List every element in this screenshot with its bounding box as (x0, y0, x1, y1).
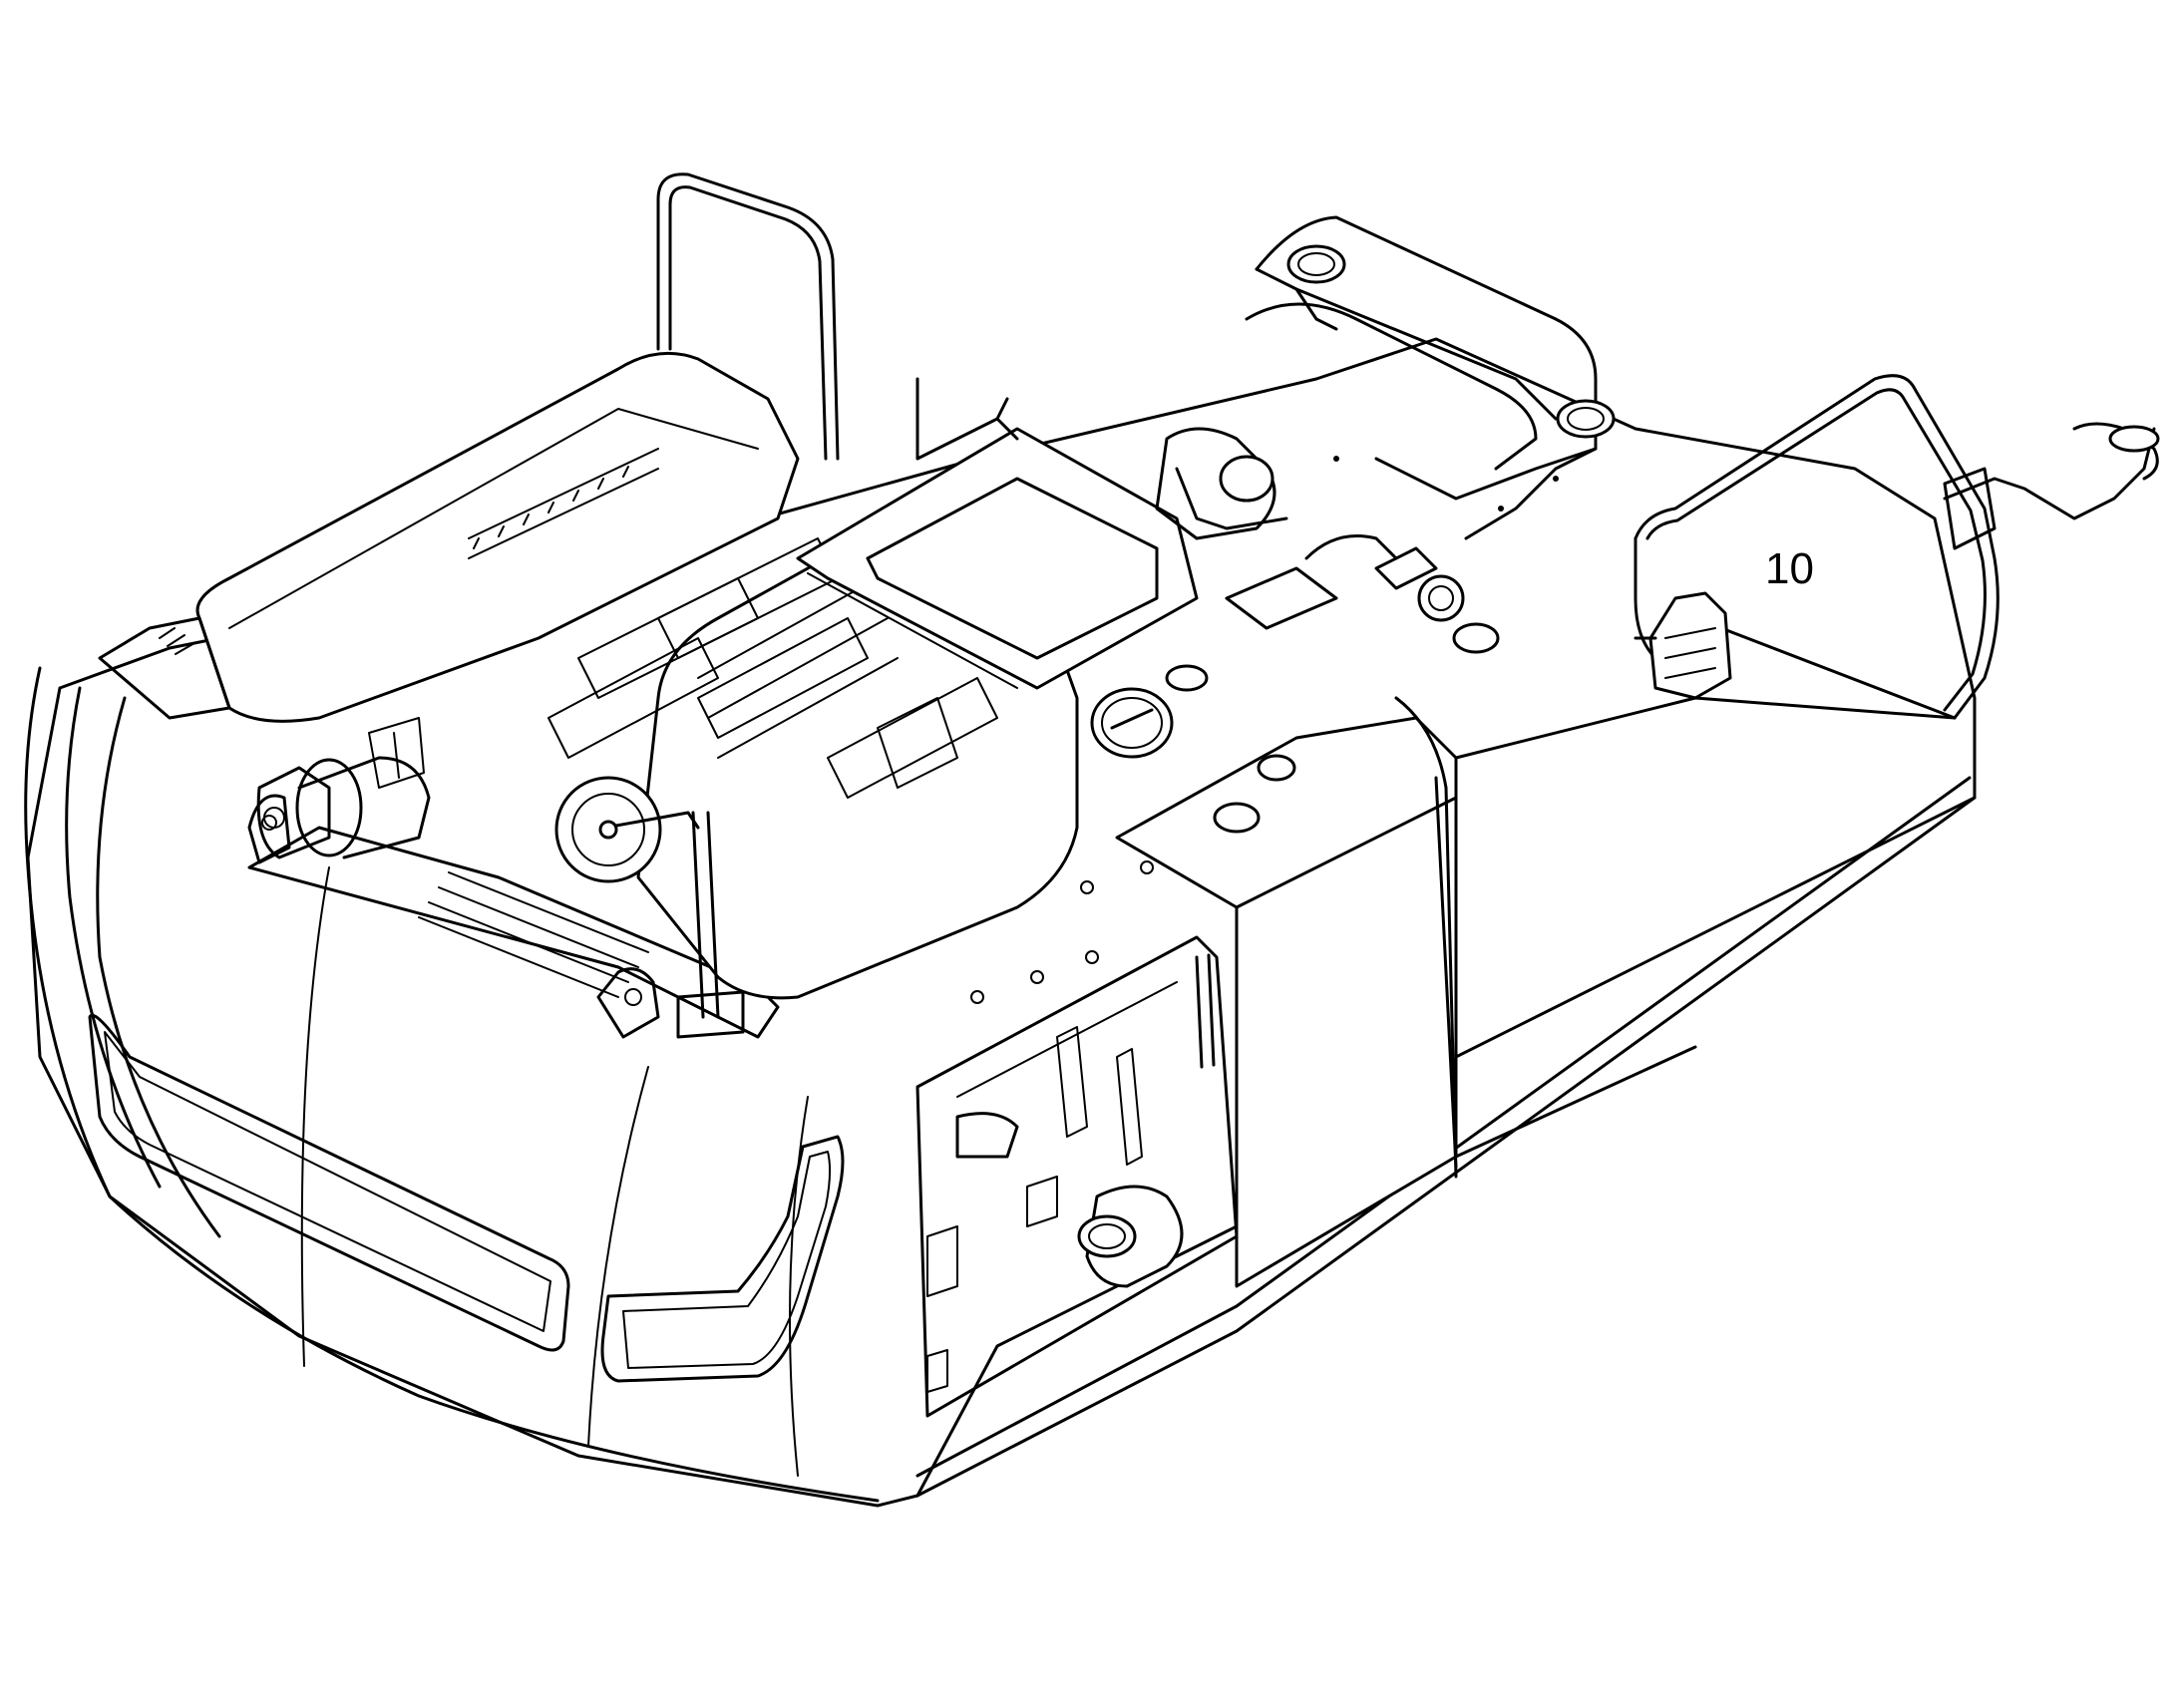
right-handrail-mirror (1634, 374, 2160, 720)
tank-box (1090, 622, 1957, 1288)
belt-pulley (554, 776, 745, 1039)
counterweight-top-plate (247, 794, 780, 1039)
swing-frame (1155, 215, 1616, 630)
side-access-opening (915, 860, 1239, 1418)
work-light (1634, 591, 1732, 700)
left-handrail (656, 172, 840, 461)
radiator-cover (796, 427, 1199, 690)
callout-group: 10 (1765, 544, 1814, 593)
rear-corner-panel (98, 616, 231, 720)
rear-grille-recess (88, 1014, 570, 1352)
upper-plate (915, 377, 1019, 461)
callout-10: 10 (1765, 544, 1814, 593)
counterweight-body (24, 337, 1977, 1508)
rear-lamp (600, 1135, 845, 1383)
engine-hood (195, 351, 800, 789)
